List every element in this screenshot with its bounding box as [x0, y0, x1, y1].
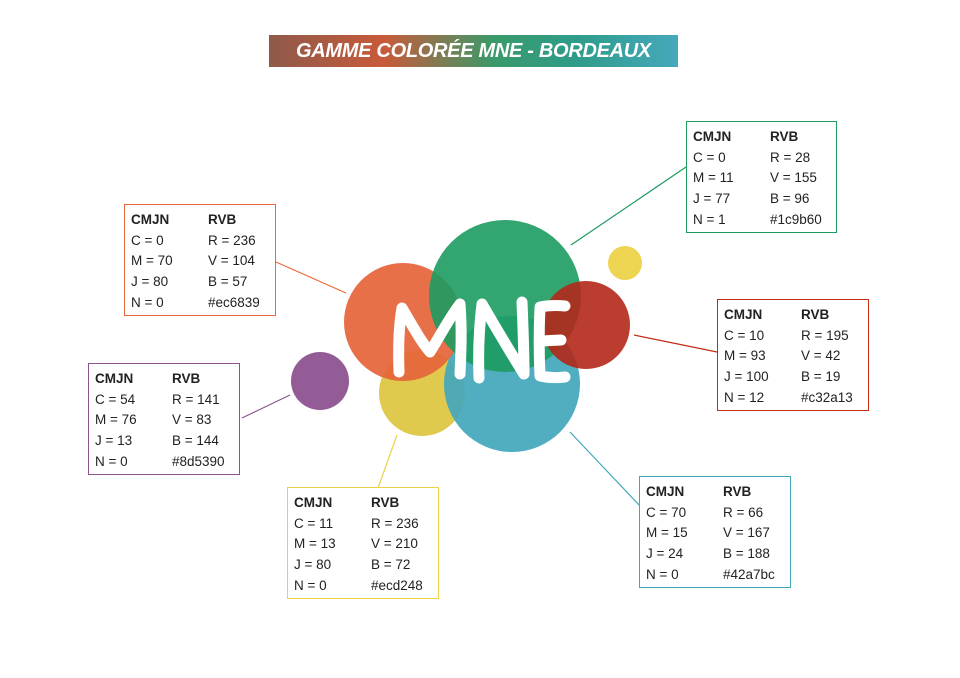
swatch-yellow-table: CMJN RVB C = 11 R = 236 M = 13 V = 210 J = … — [294, 492, 423, 596]
cmjn-header: CMJN — [646, 483, 685, 499]
cmjn-n: N = 0 — [294, 578, 327, 594]
logo-letter-m — [393, 298, 467, 380]
cmjn-header: CMJN — [693, 128, 732, 144]
cmjn-n: N = 0 — [646, 567, 679, 583]
rvb-b: B = 72 — [371, 557, 411, 573]
cmjn-c: C = 11 — [294, 515, 334, 531]
cmjn-n: N = 0 — [131, 295, 164, 311]
rvb-v: V = 210 — [371, 536, 418, 552]
hex-code: #ec6839 — [208, 295, 260, 311]
rvb-b: B = 57 — [208, 274, 248, 290]
rvb-r: R = 28 — [770, 149, 811, 165]
cmjn-c: C = 0 — [131, 232, 164, 248]
cmjn-header: CMJN — [724, 306, 763, 322]
cmjn-m: M = 93 — [724, 348, 766, 364]
rvb-header: RVB — [801, 306, 830, 322]
rvb-r: R = 195 — [801, 327, 849, 343]
page-title: GAMME COLORÉE MNE - BORDEAUX — [296, 39, 651, 62]
connector-orange — [275, 261, 347, 294]
rvb-header: RVB — [172, 370, 201, 386]
rvb-header: RVB — [770, 128, 799, 144]
rvb-r: R = 66 — [723, 504, 764, 520]
connector-red — [633, 334, 718, 353]
hex-code: #1c9b60 — [770, 212, 822, 228]
cmjn-j: J = 80 — [131, 274, 169, 290]
rvb-r: R = 236 — [208, 232, 256, 248]
cmjn-header: CMJN — [294, 494, 333, 510]
rvb-header: RVB — [208, 211, 237, 227]
circle-red — [542, 281, 630, 369]
rvb-v: V = 42 — [801, 348, 841, 364]
swatch-red: CMJN RVB C = 10 R = 195 M = 93 V = 42 J = 1… — [717, 299, 869, 411]
rvb-b: B = 96 — [770, 191, 810, 207]
swatch-yellow: CMJN RVB C = 11 R = 236 M = 13 V = 210 J = … — [287, 487, 439, 599]
rvb-b: B = 144 — [172, 433, 219, 449]
swatch-purple-table: CMJN RVB C = 54 R = 141 M = 76 V = 83 J = 1… — [95, 368, 225, 472]
cmjn-header: CMJN — [131, 211, 170, 227]
cmjn-j: J = 77 — [693, 191, 731, 207]
connector-yellow — [377, 434, 398, 489]
cmjn-n: N = 12 — [724, 390, 765, 406]
rvb-v: V = 167 — [723, 525, 770, 541]
cmjn-m: M = 76 — [95, 412, 137, 428]
connector-purple — [241, 394, 291, 419]
swatch-purple: CMJN RVB C = 54 R = 141 M = 76 V = 83 J = 1… — [88, 363, 240, 475]
hex-code: #8d5390 — [172, 454, 225, 470]
cmjn-n: N = 1 — [693, 212, 726, 228]
connector-blue — [569, 431, 642, 508]
rvb-header: RVB — [723, 483, 752, 499]
logo-circles — [344, 220, 630, 452]
swatch-orange: CMJN RVB C = 0 R = 236 M = 70 V = 104 J = 8… — [124, 204, 276, 316]
cmjn-j: J = 24 — [646, 546, 684, 562]
mne-logo — [393, 296, 571, 384]
rvb-v: V = 104 — [208, 253, 255, 269]
rvb-b: B = 188 — [723, 546, 770, 562]
cmjn-header: CMJN — [95, 370, 134, 386]
swatch-orange-table: CMJN RVB C = 0 R = 236 M = 70 V = 104 J = 8… — [131, 209, 260, 313]
hex-code: #c32a13 — [801, 390, 853, 406]
cmjn-m: M = 11 — [693, 170, 734, 186]
cmjn-c: C = 54 — [95, 391, 136, 407]
cmjn-j: J = 13 — [95, 433, 133, 449]
purple-dot — [291, 352, 349, 410]
cmjn-j: J = 100 — [724, 369, 769, 385]
rvb-v: V = 83 — [172, 412, 212, 428]
swatch-blue: CMJN RVB C = 70 R = 66 M = 15 V = 167 J = 2… — [639, 476, 791, 588]
cmjn-c: C = 10 — [724, 327, 765, 343]
logo-letter-e — [533, 300, 571, 384]
logo-letter-n — [473, 296, 530, 384]
rvb-b: B = 19 — [801, 369, 841, 385]
cmjn-c: C = 70 — [646, 504, 687, 520]
cmjn-n: N = 0 — [95, 454, 128, 470]
rvb-r: R = 236 — [371, 515, 419, 531]
swatch-red-table: CMJN RVB C = 10 R = 195 M = 93 V = 42 J = 1… — [724, 304, 853, 408]
title-banner: GAMME COLORÉE MNE - BORDEAUX — [269, 35, 678, 67]
hex-code: #ecd248 — [371, 578, 423, 594]
hex-code: #42a7bc — [723, 567, 775, 583]
connector-green — [570, 166, 687, 246]
yellow-dot — [608, 246, 642, 280]
cmjn-m: M = 70 — [131, 253, 173, 269]
rvb-r: R = 141 — [172, 391, 220, 407]
cmjn-c: C = 0 — [693, 149, 726, 165]
swatch-blue-table: CMJN RVB C = 70 R = 66 M = 15 V = 167 J = 2… — [646, 481, 775, 585]
swatch-green-table: CMJN RVB C = 0 R = 28 M = 11 V = 155 J = 77… — [693, 126, 822, 230]
cmjn-j: J = 80 — [294, 557, 332, 573]
swatch-green: CMJN RVB C = 0 R = 28 M = 11 V = 155 J = 77… — [686, 121, 837, 233]
rvb-header: RVB — [371, 494, 400, 510]
cmjn-m: M = 13 — [294, 536, 336, 552]
cmjn-m: M = 15 — [646, 525, 688, 541]
rvb-v: V = 155 — [770, 170, 817, 186]
